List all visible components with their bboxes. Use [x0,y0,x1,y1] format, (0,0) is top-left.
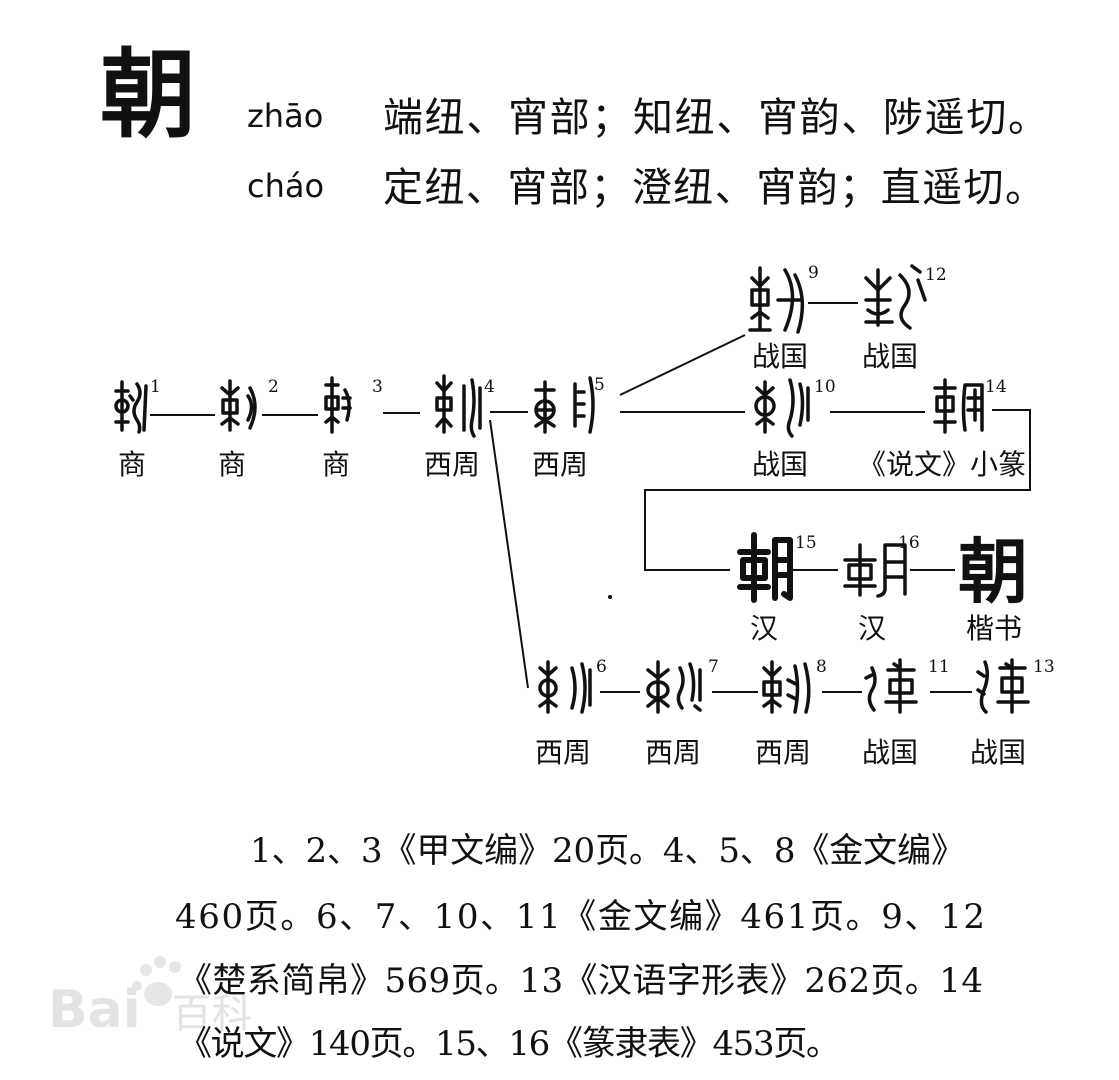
source-line: 460页。6、7、10、11《金文编》461页。9、12 [175,897,985,937]
source-line: 1、2、3《甲文编》20页。4、5、8《金文编》 [250,831,965,871]
kaishu-glyph: 朝 [958,531,1028,613]
glyph-5 [534,376,595,434]
form-period: 商 [218,448,246,481]
form-period: 战国 [862,340,918,373]
form-number: 16 [898,533,920,553]
form-period: 汉 [750,612,778,645]
form-number: 4 [484,377,495,397]
watermark-cn: 百科 [172,991,252,1037]
form-number: 12 [925,265,947,285]
form-period: 西周 [532,448,588,481]
glyph-3 [324,376,352,434]
glyph-2 [220,379,257,432]
form-number: 3 [372,377,383,397]
form-number: 10 [814,377,836,397]
form-number: 1 [150,377,161,397]
form-period: 战国 [752,448,808,481]
form-period: 西周 [535,736,591,769]
reading-2-pinyin: cháo [247,167,324,205]
connector-line [489,419,529,689]
glyph-1 [114,380,148,434]
glyph-13 [976,658,1030,714]
sources-footnote: 1、2、3《甲文编》20页。4、5、8《金文编》 460页。6、7、10、11《… [175,831,985,1064]
form-number: 13 [1033,657,1055,677]
paw-icon [132,956,181,1006]
reading-2-phonology: 定纽、宵部；澄纽、宵韵；直遥切。 [383,165,1045,211]
form-number: 15 [795,533,817,553]
connector-line [644,409,1031,571]
form-period: 《说文》小篆 [858,448,1026,481]
form-period: 汉 [858,612,886,645]
form-number: 6 [596,657,607,677]
form-period: 商 [118,448,146,481]
glyph-12 [864,264,927,330]
glyph-4 [435,374,482,438]
source-line: 《说文》140页。15、16《篆隶表》453页。 [178,1024,840,1064]
glyph-16 [843,543,907,598]
form-period: 西周 [424,448,480,481]
glyph-10 [754,378,810,438]
glyph-8 [762,660,811,714]
connector-lines [150,302,1031,693]
form-number: 11 [928,657,950,677]
form-period: 战国 [970,736,1026,769]
watermark-latin: Bai [48,980,141,1040]
form-period: 战国 [752,340,808,373]
source-line: 《楚系简帛》569页。13《汉语字形表》262页。14 [178,961,983,1001]
glyph-7 [646,660,702,714]
form-period: 商 [322,448,350,481]
reading-1-phonology: 端纽、宵部；知纽、宵韵、陟遥切。 [383,95,1048,141]
glyph-9 [748,266,805,334]
headword-character: 朝 [100,39,196,151]
form-number: 2 [268,377,279,397]
reading-1-pinyin: zhāo [247,97,323,135]
form-period: 西周 [645,736,701,769]
form-period: 西周 [755,736,811,769]
form-number: 5 [594,375,605,395]
baidu-baike-watermark: Bai 百科 [48,956,252,1040]
form-number: 7 [708,657,719,677]
form-number: 14 [985,377,1007,397]
form-number: 9 [808,263,819,283]
glyph-15 [737,532,793,603]
glyph-11 [864,658,918,714]
stray-dot [608,595,612,599]
kaishu-label: 楷书 [966,612,1022,645]
connector-line [619,334,746,396]
glyph-14 [933,378,984,434]
form-period: 战国 [862,736,918,769]
glyph-6 [538,660,592,714]
form-number: 8 [816,657,827,677]
